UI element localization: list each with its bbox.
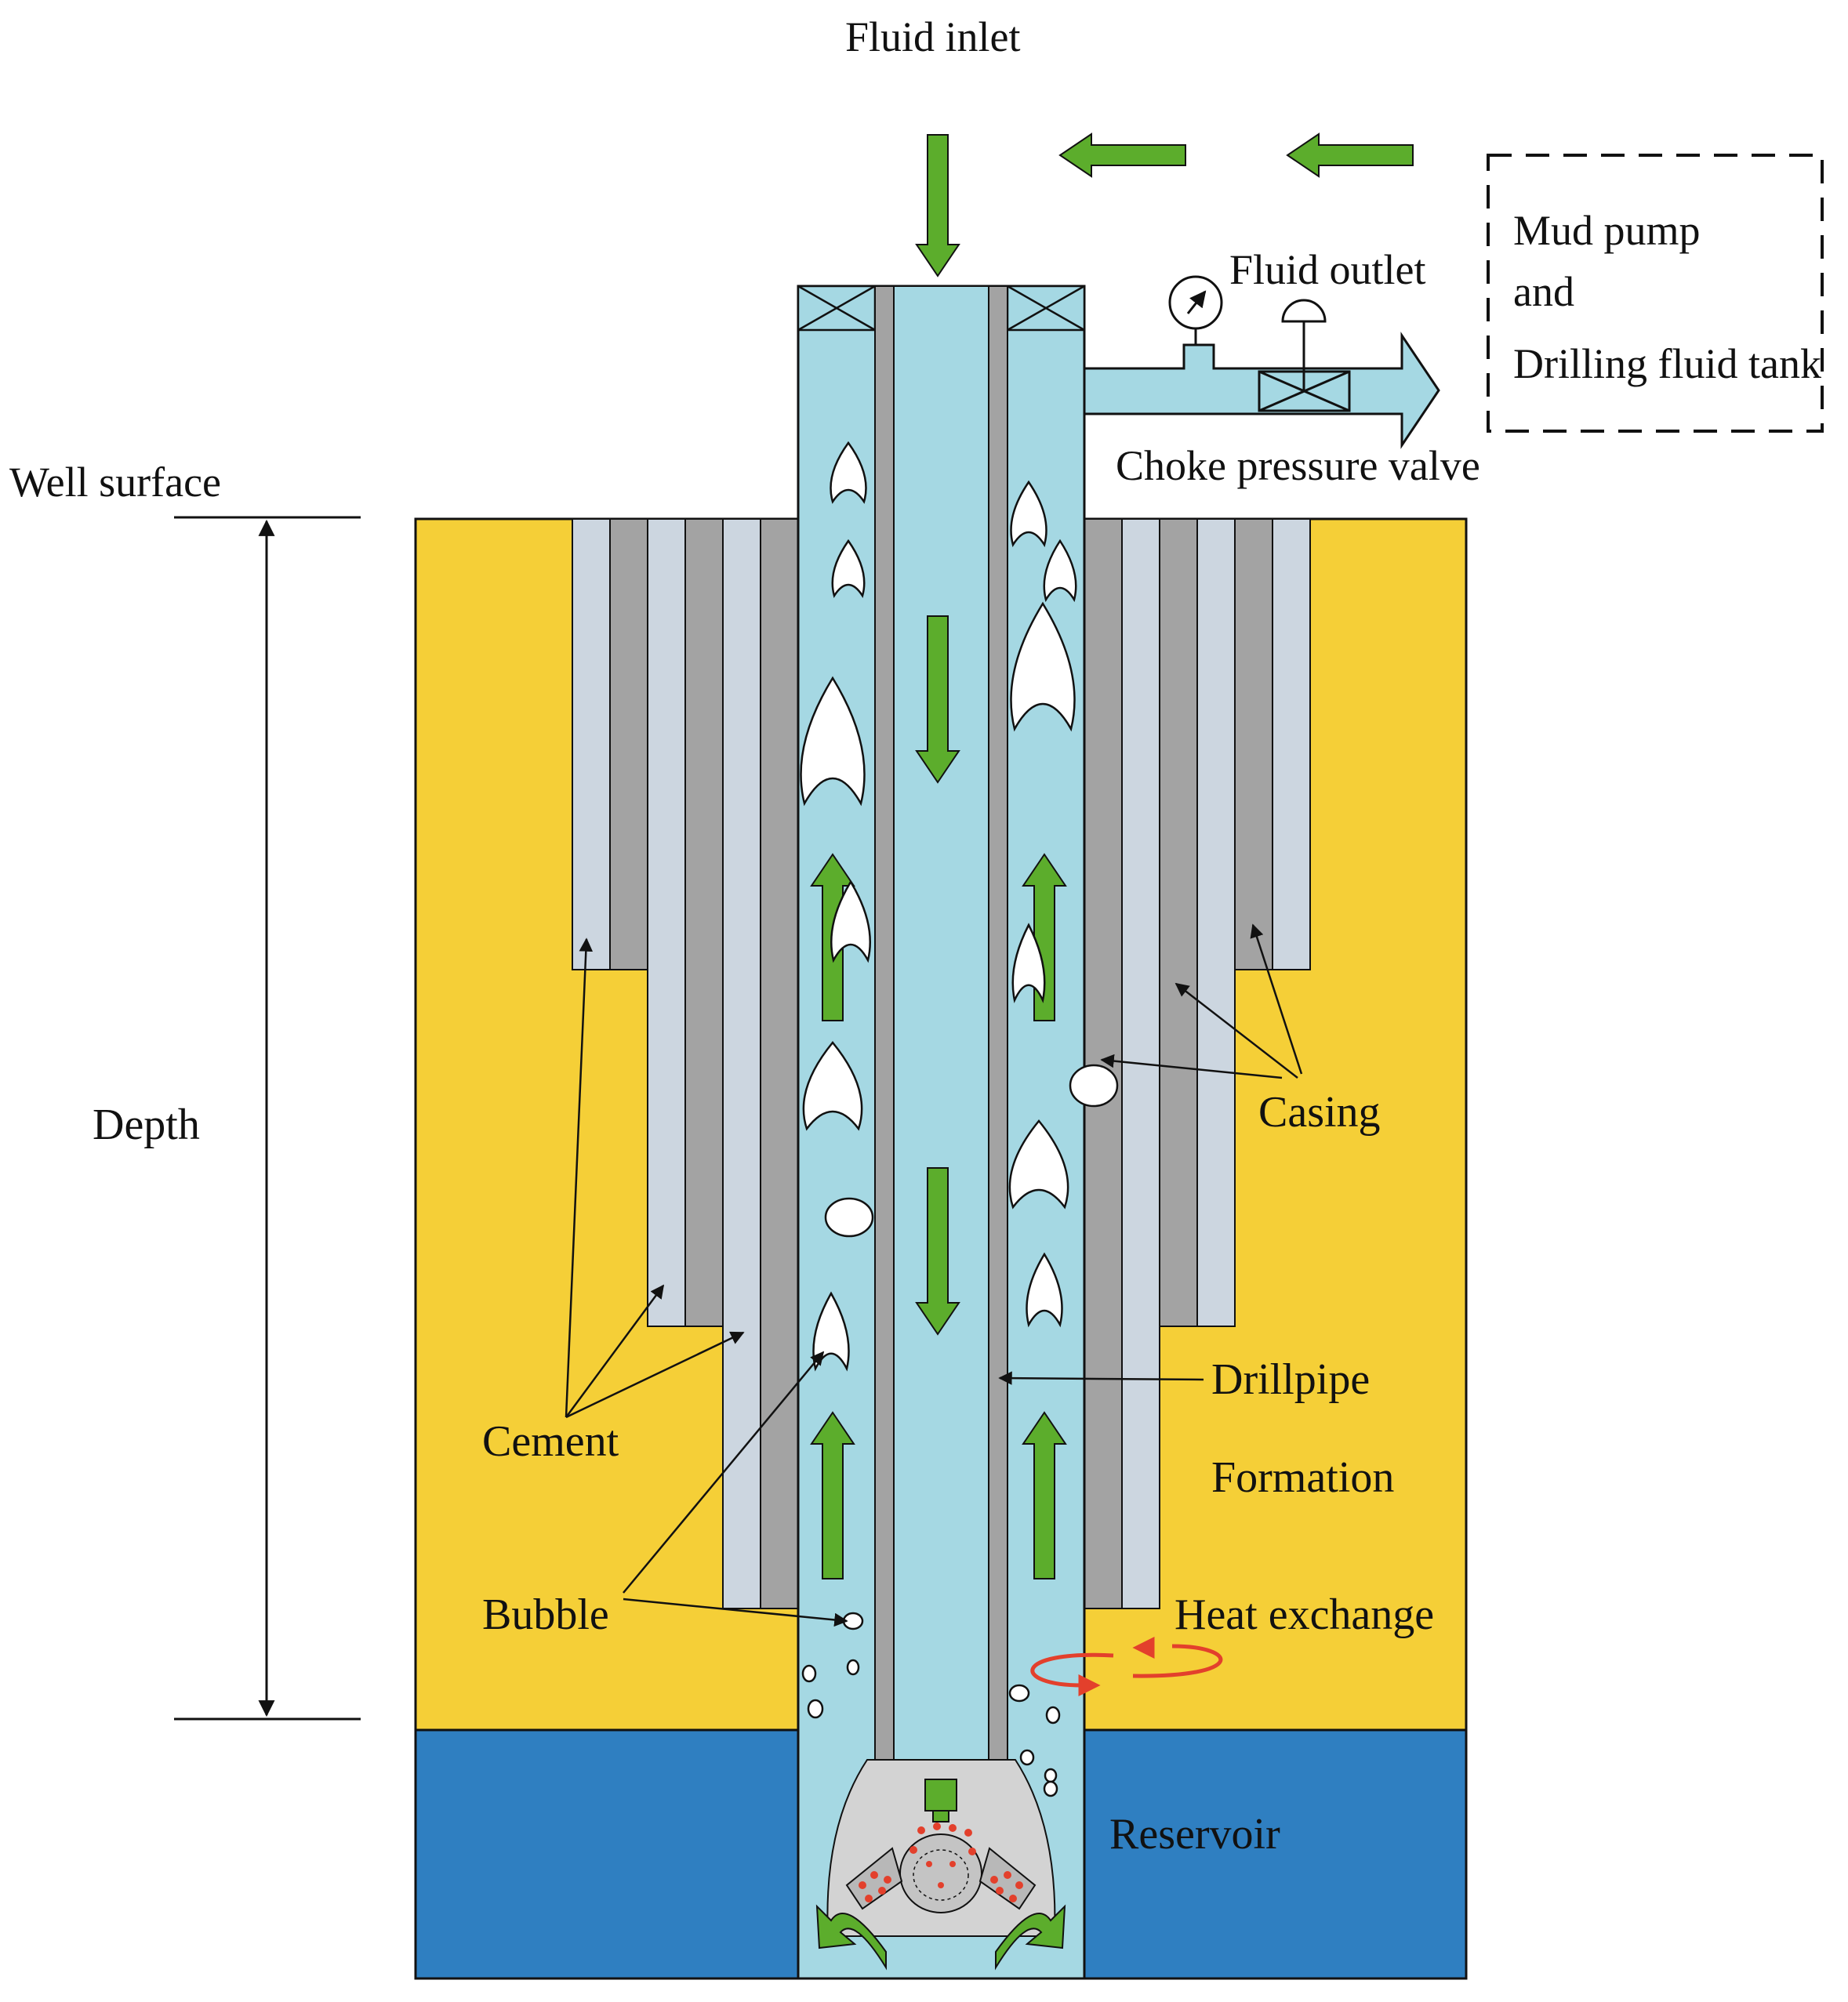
fluid-inlet-label: Fluid inlet [845, 13, 1021, 60]
inlet-flow-arrow [915, 134, 960, 277]
annulus-flow-arrow-right-2 [1022, 1411, 1067, 1579]
drill-bit-icon [815, 1759, 1066, 1971]
bubble [1010, 480, 1047, 548]
bubble [1010, 601, 1076, 732]
bubble [830, 880, 871, 963]
return-flow-arrow-1 [1058, 132, 1186, 178]
bubble [807, 1699, 824, 1719]
casing-label: Casing [1258, 1088, 1381, 1137]
bubble [830, 441, 867, 504]
bubble [1045, 1706, 1061, 1725]
annulus-flow-arrow-left-2 [810, 1411, 855, 1579]
heat-exchange-icon [1030, 1636, 1223, 1697]
annulus-flow-arrow-right-1 [1022, 853, 1067, 1021]
bubbles [800, 441, 1119, 1797]
fluid-outlet-label: Fluid outlet [1229, 246, 1426, 293]
bubble-label: Bubble [482, 1590, 609, 1639]
pipe-flow-arrow-1 [915, 615, 960, 784]
gauge-icon [1168, 275, 1223, 345]
bubble [1043, 539, 1077, 603]
bubble [1026, 1252, 1063, 1328]
bubble [1044, 1768, 1058, 1783]
mud-pump-label-line3: Drilling fluid tank [1513, 340, 1821, 387]
casing-strings-left [572, 518, 799, 1609]
formation-label: Formation [1211, 1453, 1394, 1502]
depth-dimension [174, 516, 361, 1721]
reservoir-label: Reservoir [1109, 1810, 1280, 1859]
mud-pump-box [1487, 154, 1824, 433]
pipe-flow-arrow-2 [915, 1167, 960, 1336]
bubble [824, 1197, 874, 1238]
choke-valve-label: Choke pressure valve [1116, 442, 1480, 489]
bubble [1011, 923, 1046, 1003]
bubble [801, 1664, 817, 1683]
bubble [800, 676, 866, 807]
well-surface-label: Well surface [9, 459, 221, 506]
mud-pump-label-line1: Mud pump [1513, 207, 1701, 254]
bubble [831, 539, 866, 599]
bubble [1008, 1119, 1069, 1210]
bubble [802, 1041, 863, 1131]
heat-exchange-label: Heat exchange [1175, 1590, 1434, 1639]
depth-label: Depth [93, 1101, 200, 1149]
return-flow-arrow-2 [1286, 132, 1414, 178]
bubble [1019, 1749, 1035, 1766]
bubble [846, 1659, 860, 1676]
drillpipe [874, 285, 1008, 1761]
bubble [812, 1291, 850, 1372]
cement-label: Cement [482, 1417, 619, 1466]
bubble [1008, 1684, 1030, 1703]
leader-lines [565, 923, 1303, 1627]
mud-pump-label-line2: and [1513, 268, 1574, 315]
bubble [1043, 1780, 1058, 1797]
bubble [1069, 1064, 1119, 1108]
drillpipe-label: Drillpipe [1211, 1355, 1370, 1404]
choke-valve-icon [1258, 299, 1351, 412]
